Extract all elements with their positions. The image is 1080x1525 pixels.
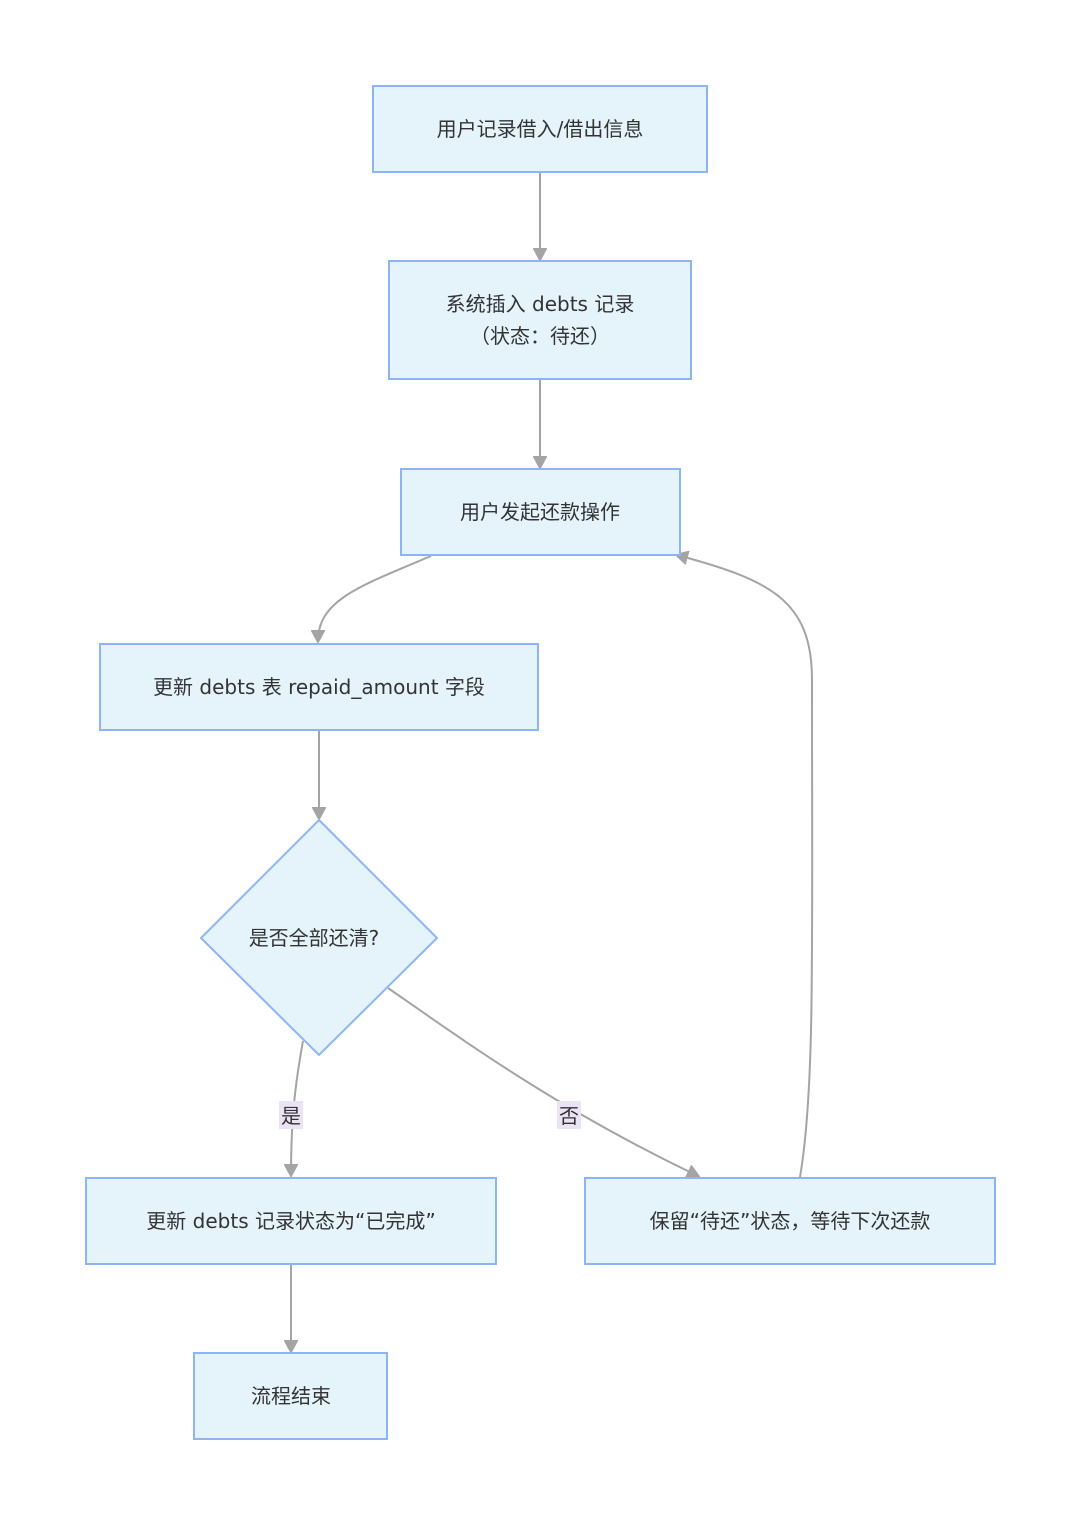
- node-keep-pending: 保留“待还”状态，等待下次还款: [584, 1177, 996, 1265]
- edge-repay-to-update: [318, 555, 432, 641]
- node-keep-pending-label: 保留“待还”状态，等待下次还款: [650, 1209, 931, 1233]
- node-end-label: 流程结束: [251, 1384, 331, 1408]
- node-check-cleared-label: 是否全部还清?: [249, 926, 380, 950]
- edge-pending-loop-back: [677, 555, 814, 1178]
- node-insert-debt-line2: （状态：待还）: [470, 324, 610, 348]
- edge-decision-no: [387, 987, 698, 1176]
- node-insert-debt-line1: 系统插入 debts 记录: [446, 292, 635, 316]
- edge-label-no: 否: [557, 1101, 581, 1129]
- node-repay-action: 用户发起还款操作: [400, 468, 681, 556]
- node-repay-action-label: 用户发起还款操作: [460, 500, 620, 524]
- node-record-info-label: 用户记录借入/借出信息: [437, 117, 644, 141]
- edge-label-yes: 是: [279, 1101, 303, 1129]
- edge-label-no-text: 否: [559, 1104, 579, 1128]
- edge-label-yes-text: 是: [281, 1104, 301, 1128]
- node-mark-done-label: 更新 debts 记录状态为“已完成”: [146, 1209, 435, 1233]
- node-insert-debt: 系统插入 debts 记录 （状态：待还）: [388, 260, 692, 380]
- node-end: 流程结束: [193, 1352, 388, 1440]
- node-update-amount: 更新 debts 表 repaid_amount 字段: [99, 643, 539, 731]
- node-record-info: 用户记录借入/借出信息: [372, 85, 708, 173]
- node-update-amount-label: 更新 debts 表 repaid_amount 字段: [153, 675, 485, 699]
- node-mark-done: 更新 debts 记录状态为“已完成”: [85, 1177, 497, 1265]
- node-check-cleared: 是否全部还清?: [199, 818, 439, 1057]
